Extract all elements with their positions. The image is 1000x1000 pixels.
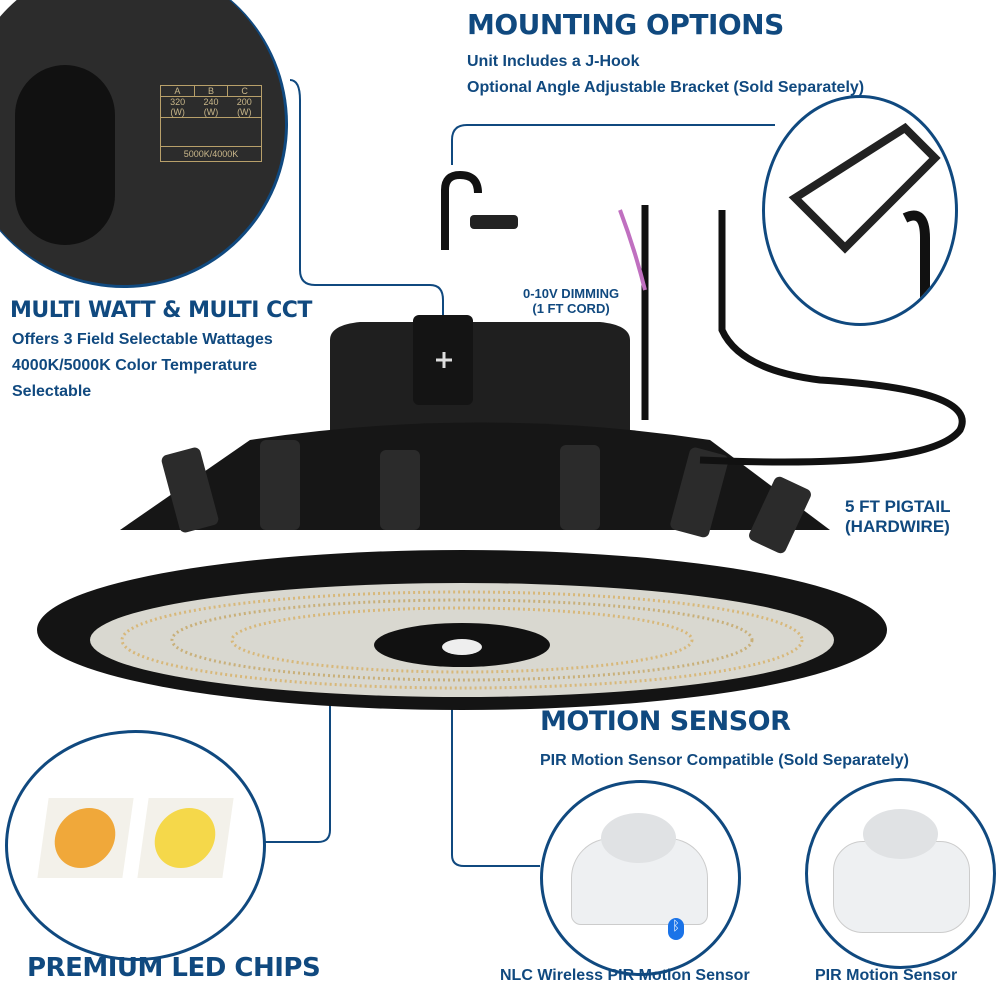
pigtail-label: 5 FT PIGTAIL (HARDWIRE) [845, 497, 950, 537]
multi-line1: Offers 3 Field Selectable Wattages [12, 331, 273, 348]
motion-title: MOTION SENSOR [540, 706, 791, 737]
mounting-line1: Unit Includes a J-Hook [467, 53, 640, 70]
chips-title: PREMIUM LED CHIPS [27, 953, 321, 983]
watt-table: A B C 320 (W) 240 (W) 200 (W) 5000K/4000… [160, 85, 262, 162]
col-b: B [195, 86, 229, 96]
pigtail-line1: 5 FT PIGTAIL [845, 497, 951, 516]
high-bay-fixture [37, 170, 966, 710]
bluetooth-icon: ᛒ [668, 918, 684, 940]
cool-led-chip [150, 808, 220, 868]
dimming-label: 0-10V DIMMING (1 FT CORD) [523, 286, 619, 316]
mounting-title: MOUNTING OPTIONS [467, 8, 784, 41]
pigtail-line2: (HARDWIRE) [845, 517, 950, 536]
pir-sensor-label: PIR Motion Sensor [815, 967, 958, 984]
dimming-line2: (1 FT CORD) [532, 301, 610, 316]
motion-line1: PIR Motion Sensor Compatible (Sold Separ… [540, 752, 909, 769]
multi-title: MULTI WATT & MULTI CCT [10, 298, 312, 323]
mounting-line2: Optional Angle Adjustable Bracket (Sold … [467, 79, 865, 96]
multi-line2: 4000K/5000K Color Temperature [12, 357, 258, 374]
cct-label: 5000K/4000K [161, 146, 261, 161]
watt-240: 240 (W) [203, 97, 219, 117]
warm-led-chip [50, 808, 120, 868]
col-a: A [161, 86, 195, 96]
watt-320: 320 (W) [170, 97, 186, 117]
nlc-sensor-label: NLC Wireless PIR Motion Sensor [500, 967, 750, 984]
bracket-closeup [762, 95, 958, 326]
nlc-sensor-image: ᛒ [540, 780, 741, 976]
led-chips-closeup [5, 730, 266, 961]
multi-line3: Selectable [12, 383, 92, 400]
pir-sensor-image [805, 778, 996, 969]
dimming-line1: 0-10V DIMMING [523, 286, 620, 301]
watt-200: 200 (W) [236, 97, 252, 117]
col-c: C [241, 86, 248, 96]
